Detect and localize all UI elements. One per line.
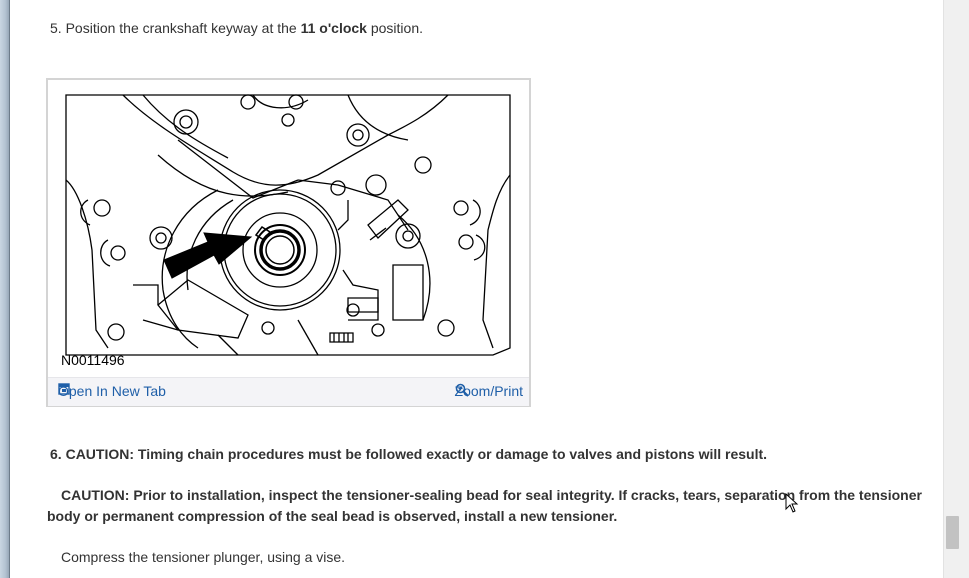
caution-timing-chain: CAUTION: Timing chain procedures must be…	[65, 446, 768, 462]
procedure-content: 5. Position the crankshaft keyway at the…	[11, 0, 943, 578]
step-6-caution-1: 6. CAUTION: Timing chain procedures must…	[50, 444, 767, 465]
scrollbar-thumb[interactable]	[946, 516, 959, 549]
compress-tensioner-instruction: Compress the tensioner plunger, using a …	[61, 549, 346, 565]
step-5-number: 5.	[50, 20, 62, 36]
step-5-emphasis: 11 o'clock	[300, 20, 367, 36]
figure-toolbar: Open In New Tab Zoom/Print	[48, 377, 529, 406]
open-in-new-tab-link[interactable]: Open In New Tab	[58, 383, 166, 399]
step-5-text-before: Position the crankshaft keyway at the	[65, 20, 301, 36]
step-6-number: 6.	[50, 446, 62, 462]
scrollbar-track[interactable]	[943, 0, 969, 578]
open-in-new-tab-label: Open In New Tab	[58, 383, 166, 399]
open-in-new-tab-icon	[58, 383, 70, 395]
magnifier-zoom-icon	[455, 383, 469, 397]
caution-tensioner-seal: CAUTION: Prior to installation, inspect …	[47, 487, 922, 524]
mouse-cursor-icon	[785, 493, 799, 513]
zoom-print-label: Zoom/Print	[454, 383, 523, 399]
window-left-edge	[0, 0, 10, 578]
step-5: 5. Position the crankshaft keyway at the…	[50, 18, 423, 39]
keyway-arrow-icon	[163, 232, 253, 279]
step-5-text-after: position.	[366, 20, 424, 36]
crankshaft-keyway-figure: N0011496 Open In New Tab Zoom/Print	[46, 78, 531, 407]
zoom-print-link[interactable]: Zoom/Print	[455, 383, 523, 399]
figure-code: N0011496	[61, 352, 125, 368]
engine-front-illustration	[65, 94, 511, 356]
